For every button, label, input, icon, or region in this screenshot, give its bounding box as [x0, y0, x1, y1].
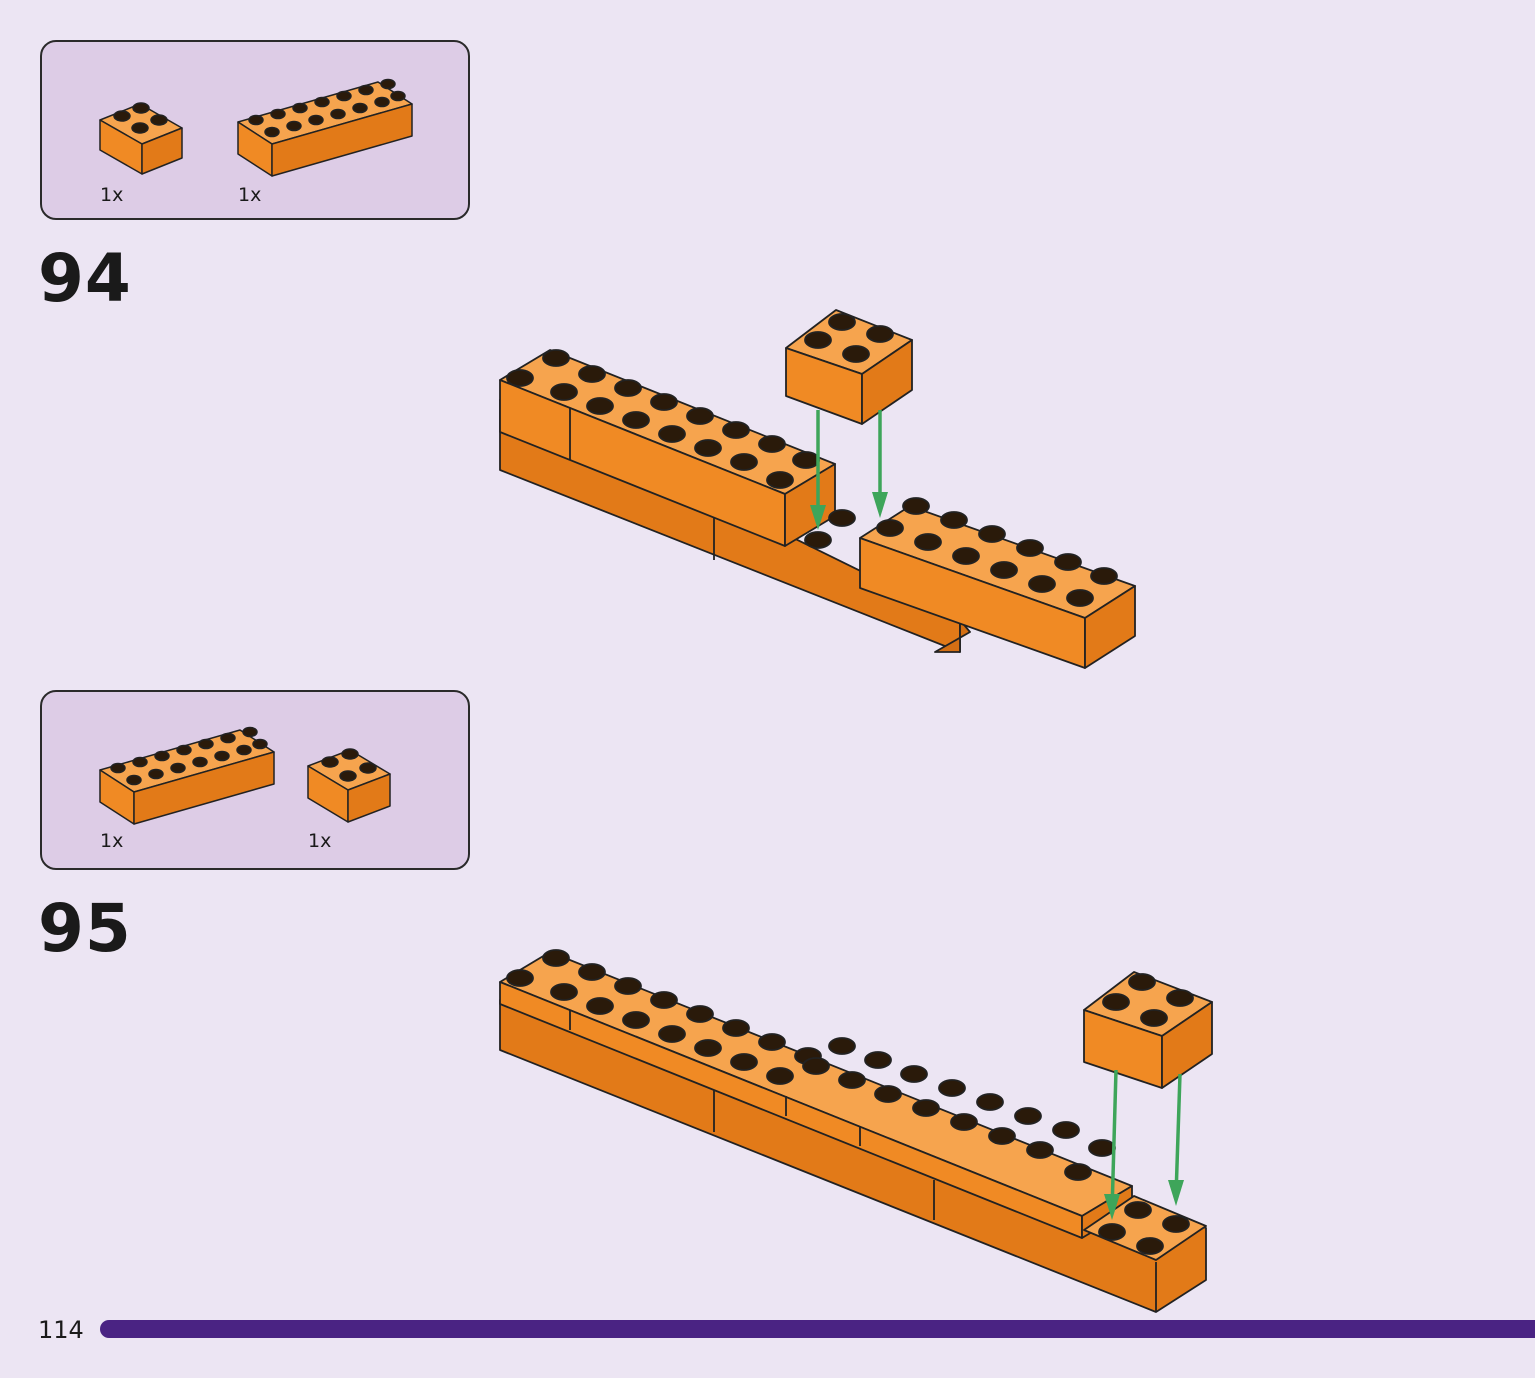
parts-illustration: [99, 726, 391, 825]
arrow-down-icon: [872, 410, 888, 518]
assembly-illustration-step-94: [499, 309, 1136, 669]
arrow-down-icon: [1168, 1073, 1184, 1206]
arrow-down-icon: [810, 410, 826, 530]
step-number: 94: [38, 240, 132, 317]
2x2-orange-brick-icon: [99, 102, 183, 175]
2x8-orange-brick-icon: [237, 78, 413, 177]
part-quantity: 1x: [238, 184, 262, 206]
assembly-illustration-step-95: [499, 949, 1213, 1313]
2x2-orange-brick-icon: [307, 748, 391, 823]
parts-box-step-95: 1x 1x: [40, 690, 470, 870]
part-quantity: 1x: [100, 184, 124, 206]
2x8-orange-brick-icon: [99, 726, 275, 825]
part-quantity: 1x: [100, 830, 124, 852]
arrow-down-icon: [1104, 1069, 1120, 1220]
part-quantity: 1x: [308, 830, 332, 852]
parts-illustration: [99, 78, 413, 177]
footer-bar: [100, 1320, 1535, 1338]
page-number: 114: [38, 1316, 84, 1344]
parts-box-step-94: 1x 1x: [40, 40, 470, 220]
step-number: 95: [38, 890, 132, 967]
